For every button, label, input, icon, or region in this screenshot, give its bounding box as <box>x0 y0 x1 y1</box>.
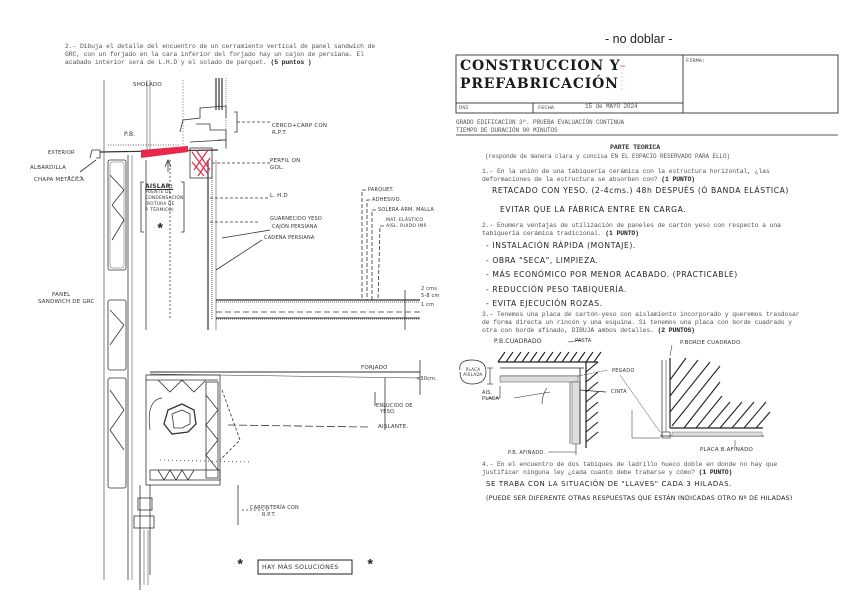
corner-detail-2 <box>619 344 771 448</box>
q4-points: (1 PUNTO) <box>698 469 733 476</box>
label-cerco: CERCO+CARP CON R.P.T. <box>272 123 328 136</box>
q4-answer-2: (PUEDE SER DIFERENTE OTRAS RESPUESTAS QU… <box>486 495 793 502</box>
q2-points: (1 PUNTO) <box>605 230 639 237</box>
q1-points: (1 PUNTO) <box>661 176 695 183</box>
floor-dimensions: 2 cms 5-8 cm 1 cm <box>421 286 440 308</box>
q3-label-pb-cuadrado: P.B.CUADRADO <box>494 338 542 345</box>
label-guarnecido: GUARNECIDO YESO <box>270 216 322 222</box>
q2-answer-item: - EVITA EJECUCIÓN ROZAS. <box>486 299 603 308</box>
label-adhesivo: ADHESIVO. <box>372 197 402 203</box>
question-4: 4.- En el encuentro de dos tabiques de l… <box>482 461 778 476</box>
course-info: GRADO EDIFICACION 3º. PRUEBA EVALUACIÓN … <box>456 119 624 135</box>
footer-box <box>257 559 353 575</box>
exam-title-line1: CONSTRUCCION Y <box>460 58 621 74</box>
label-sholado: SHOLADO <box>133 82 162 88</box>
label-albardilla: ALBARDILLA <box>30 165 67 171</box>
q2-answer-item: - REDUCCIÓN PESO TABIQUERÍA. <box>486 284 627 294</box>
label-cajon: CAJÓN PERSIANA <box>272 224 318 230</box>
firma-label: FIRMA: <box>686 57 706 64</box>
left-question: 2.- Dibuja el detalle del encuentro de u… <box>65 43 420 67</box>
label-aislante: AISLANTE. <box>378 424 409 430</box>
q2-answer-item: - MÁS ECONÓMICO POR MENOR ACABADO. (PRAC… <box>486 270 738 279</box>
left-question-line3: acabado interior será de L.H.D y el sola… <box>65 59 312 66</box>
q3-points: (2 PUNTOS) <box>657 327 695 334</box>
aislar-note: AISLAR: PUENTE DE CONDENSACIÓN (ROTURA D… <box>145 183 184 213</box>
no-doblar-note: - no doblar - <box>605 32 673 46</box>
question-2: 2.- Enumera ventajas de utilización de p… <box>482 222 781 237</box>
q3-label-pb-afinado: P.B. AFINADO. <box>508 450 546 456</box>
question-3: 3.- Tenemos una placa de cartón-yeso con… <box>482 311 800 334</box>
label-forjado: FORJADO <box>361 365 388 371</box>
theory-title: PARTE TEORICA <box>610 144 661 151</box>
aislar-title: AISLAR: <box>145 183 174 190</box>
q3-label-placa-afinado: PLACA B.AFINADO <box>700 447 754 453</box>
course-line: GRADO EDIFICACION 3º. PRUEBA EVALUACIÓN … <box>456 119 625 126</box>
duration-line: TIEMPO DE DURACIÓN 90 MINUTOS <box>456 127 558 134</box>
label-exterior: EXTERIOR <box>48 150 75 156</box>
label-lhd: L. H.D <box>270 193 288 199</box>
q3-label-pasta: PASTA <box>575 338 592 344</box>
exam-header-box <box>455 54 839 136</box>
question-1: 1.- En la unión de una tabiquería cerámi… <box>482 168 770 183</box>
label-panel: PANEL SANDWICH DE GRC <box>38 292 95 305</box>
label-cadena: CADENA PERSIANA <box>264 235 315 241</box>
q2-answer-item: - INSTALACIÓN RÁPIDA (MONTAJE). <box>486 241 636 250</box>
q3-label-pborde: P.BORDE CUADRADO <box>680 340 741 346</box>
footer-note: HAY MÁS SOLUCIONES <box>262 564 339 571</box>
red-sill-marker <box>141 146 188 158</box>
fecha-value: 15 de MAYO 2024 <box>585 103 638 110</box>
dni-label: DNI <box>459 104 469 111</box>
q3-label-ais: AIS. PLACA <box>482 390 500 402</box>
exam-title-line2: PREFABRICACIÓN <box>460 76 619 92</box>
asterisk-icon: * <box>156 222 165 238</box>
q1-answer-2: EVITAR QUE LA FÁBRICA ENTRE EN CARGA. <box>500 205 687 214</box>
q1-answer-1: RETACADO CON YESO. (2-4cms.) 48h DESPUÉS… <box>492 186 789 195</box>
wall-section-drawing <box>68 78 421 590</box>
red-hatch <box>191 149 211 177</box>
label-mat-elastico: MAT. ELÁSTICO AISL. RUIDO IMP. <box>386 218 428 229</box>
label-solera: SOLERA ARM. MALLA <box>378 207 434 213</box>
label-pb: P.B. <box>124 131 136 138</box>
left-question-line1: 2.- Dibuja el detalle del encuentro de u… <box>65 43 376 50</box>
asterisk-left-icon: * <box>236 558 245 574</box>
label-perfil: PERFIL ON GOL. <box>270 158 301 171</box>
theory-instructions: (responde de manera clara y concisa EN E… <box>485 153 731 160</box>
q3-label-pegado: PEGADO <box>612 368 635 374</box>
corner-detail-1 <box>459 339 609 455</box>
q2-answers: - INSTALACIÓN RÁPIDA (MONTAJE). - OBRA "… <box>486 239 738 312</box>
q3-label-cinta: CINTA <box>611 389 627 395</box>
exam-title: CONSTRUCCION Y PREFABRICACIÓN <box>460 57 620 93</box>
fecha-label: FECHA <box>538 104 555 111</box>
label-enlucido: ENLUCIDO DE YESO. <box>376 403 413 415</box>
asterisk-right-icon: * <box>366 558 375 574</box>
label-forjado-dim: <30cm. <box>416 376 437 382</box>
label-carpinteria: CARPINTERÍA CON R.P.T. <box>250 505 299 518</box>
q3-label-placa-aislada: PLACA AISLADA <box>463 367 483 377</box>
label-chapa: CHAPA METÁLICA <box>34 177 85 183</box>
q2-answer-item: - OBRA "SECA", LIMPIEZA. <box>486 255 599 265</box>
left-question-line2: GRC, con un forjado en la cara inferior … <box>65 51 364 58</box>
q4-answer-1: SE TRABA CON LA SITUACIÓN DE "LLAVES" CA… <box>486 480 732 488</box>
left-question-points: (5 puntos ) <box>270 59 312 66</box>
label-parquet: PARQUET. <box>368 187 394 193</box>
